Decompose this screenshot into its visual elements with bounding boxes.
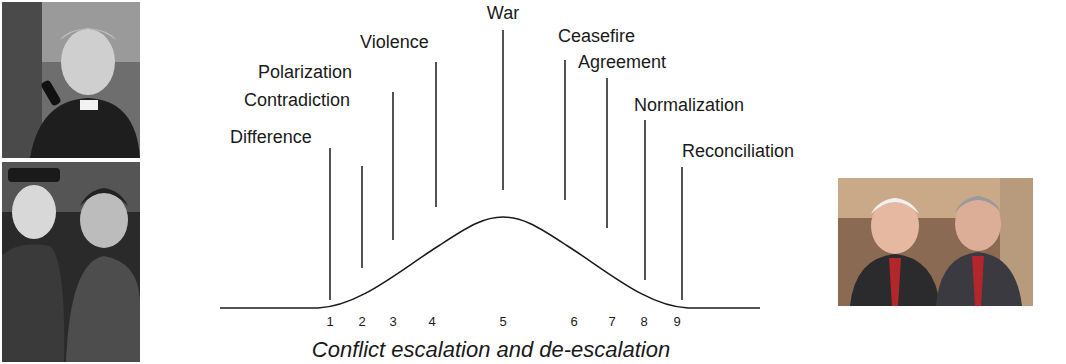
axis-number: 7 (608, 314, 615, 330)
axis-number: 2 (358, 314, 365, 330)
stage-label: Ceasefire (558, 26, 635, 48)
photo-two-men (2, 162, 140, 362)
caption: Conflict escalation and de-escalation (312, 338, 670, 362)
stage-label: Reconciliation (682, 141, 794, 163)
axis-number: 1 (326, 314, 333, 330)
axis-number: 8 (640, 314, 647, 330)
stage-label: Contradiction (244, 90, 350, 112)
stage-label: War (487, 3, 519, 25)
stage-label: Normalization (634, 95, 744, 117)
axis-number: 9 (673, 314, 680, 330)
stage-label: Violence (360, 32, 429, 54)
stage-label: Agreement (578, 52, 666, 74)
axis-number: 5 (499, 314, 506, 330)
stage-label: Difference (230, 127, 312, 149)
axis-number: 6 (570, 314, 577, 330)
photo-speaker (2, 2, 140, 158)
axis-number: 4 (428, 314, 435, 330)
stage-label: Polarization (258, 62, 352, 84)
photo-smiling-men (838, 178, 1033, 306)
axis-number: 3 (389, 314, 396, 330)
leader-lines (330, 30, 682, 300)
bell-curve (220, 217, 760, 308)
